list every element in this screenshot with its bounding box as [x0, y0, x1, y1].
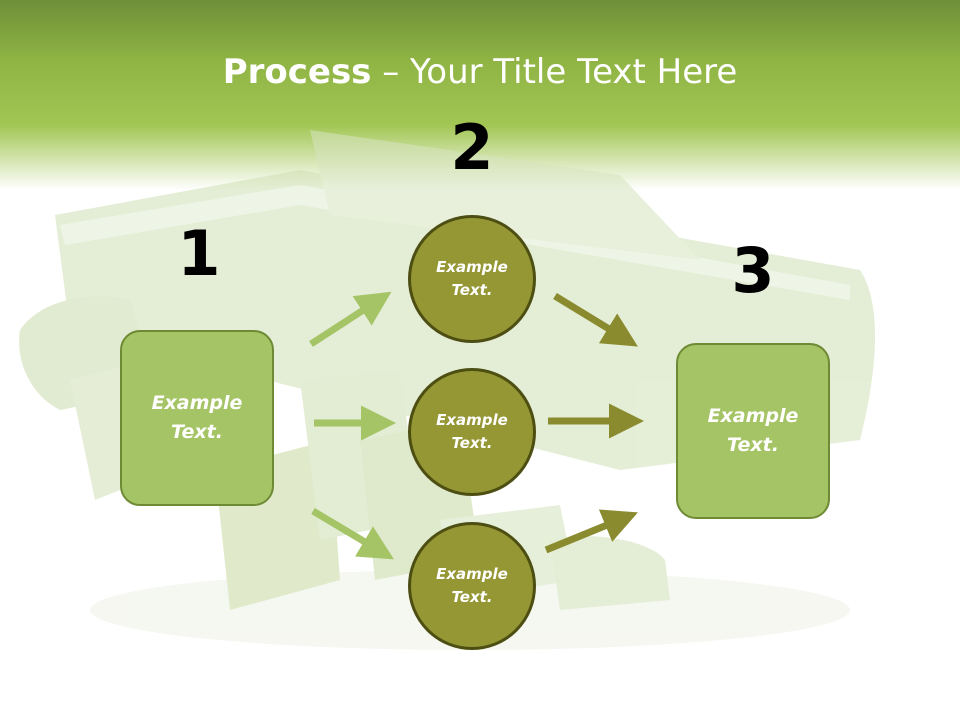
arrow-top-to-right [553, 293, 638, 347]
left-box: Example Text. [120, 330, 274, 506]
title-bold: Process [222, 52, 372, 92]
step-number-3: 3 [731, 234, 775, 307]
middle-circle: Example Text. [408, 368, 536, 496]
top-circle-text: Example Text. [436, 258, 508, 299]
arrow-left-to-top [309, 291, 392, 347]
middle-circle-text: Example Text. [436, 411, 508, 452]
step-number-1: 1 [177, 217, 221, 290]
title-rest: – Your Title Text Here [371, 52, 738, 92]
bottom-circle: Example Text. [408, 522, 536, 650]
step-number-2: 2 [450, 111, 494, 184]
left-box-text: Example Text. [151, 392, 243, 443]
page-title: Process – Your Title Text Here [0, 52, 960, 92]
arrow-bottom-to-right [544, 509, 638, 554]
right-box: Example Text. [676, 343, 830, 519]
bottom-circle-text: Example Text. [436, 565, 508, 606]
right-box-text: Example Text. [707, 405, 799, 456]
top-circle: Example Text. [408, 215, 536, 343]
arrow-left-to-bottom [311, 507, 395, 560]
